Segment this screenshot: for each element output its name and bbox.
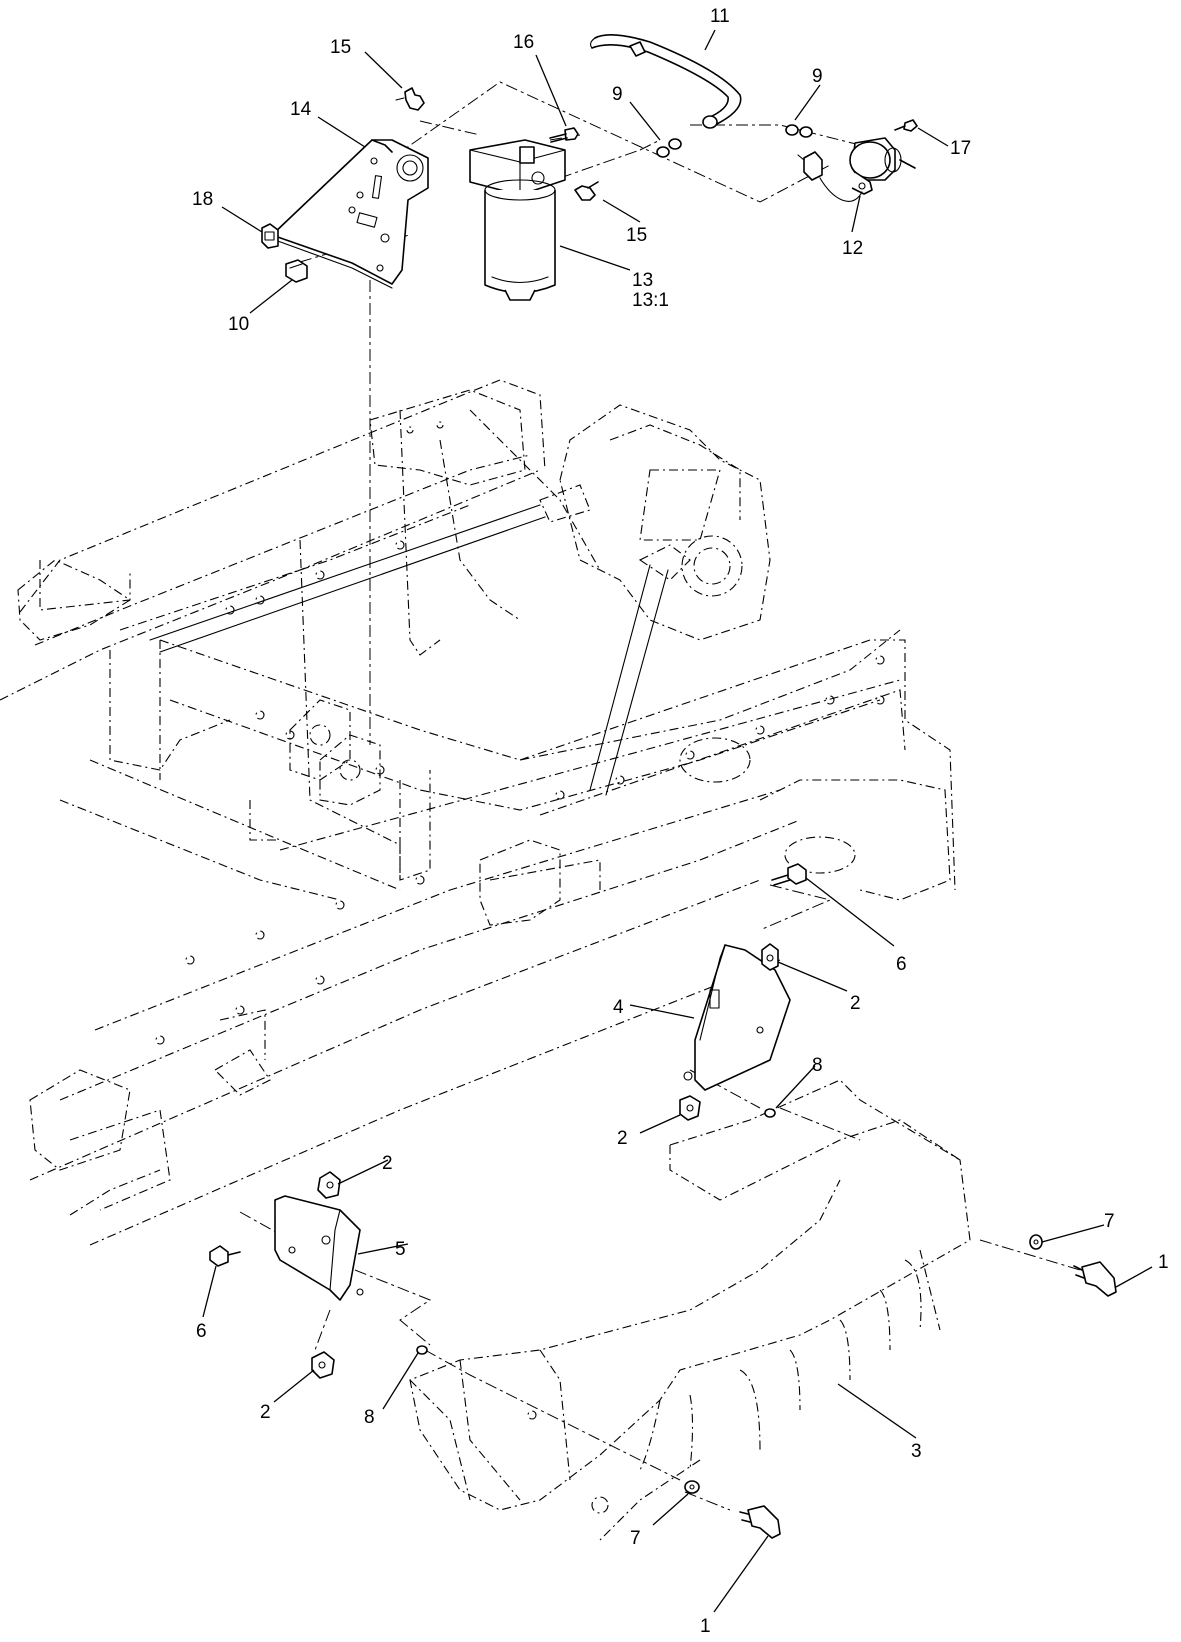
part-10-nut xyxy=(285,259,308,283)
callout-13: 13 xyxy=(632,270,653,291)
part-2-clip-lower-bottom xyxy=(311,1351,335,1379)
fuel-tank-outline xyxy=(409,1079,971,1541)
part-9-clamp-right xyxy=(785,124,813,138)
callout-labels: 11 15 16 9 9 14 17 18 15 12 13 13:1 10 6… xyxy=(192,6,1169,1637)
part-12-fuel-pump xyxy=(797,137,916,202)
part-11-fuel-line xyxy=(590,34,742,129)
callout-15-upper: 15 xyxy=(330,37,351,58)
callout-13-1: 13:1 xyxy=(632,290,669,311)
callout-14: 14 xyxy=(290,99,312,120)
leader-lines xyxy=(202,29,1153,1613)
callout-5: 5 xyxy=(395,1239,406,1260)
callout-7-right: 7 xyxy=(1104,1211,1115,1232)
part-17-screw xyxy=(894,119,918,132)
callout-4: 4 xyxy=(613,997,624,1018)
part-6-bolt-lower xyxy=(209,1245,241,1267)
part-15-elbow-lower xyxy=(574,181,599,201)
callout-2-lower-top: 2 xyxy=(382,1153,393,1174)
callout-6-upper: 6 xyxy=(896,954,907,975)
part-18-clip xyxy=(261,223,279,249)
part-8-oring-lower xyxy=(416,1345,428,1355)
part-15-elbow-upper xyxy=(395,87,425,111)
callout-8-lower: 8 xyxy=(364,1407,375,1428)
callout-1-right: 1 xyxy=(1158,1252,1169,1273)
part-8-oring-upper xyxy=(764,1108,776,1118)
callout-11: 11 xyxy=(710,6,730,27)
callout-3: 3 xyxy=(911,1441,922,1462)
callout-9-right: 9 xyxy=(812,66,823,87)
callout-1-bottom: 1 xyxy=(700,1616,711,1637)
callout-16: 16 xyxy=(513,32,534,53)
part-6-bolt-upper xyxy=(771,863,807,886)
callout-2-middle: 2 xyxy=(617,1128,628,1149)
callout-2-upper-right: 2 xyxy=(850,993,861,1014)
callout-2-lower-bottom: 2 xyxy=(260,1402,271,1423)
part-9-clamp-left xyxy=(656,138,682,158)
callout-17: 17 xyxy=(950,138,971,159)
callout-15-lower: 15 xyxy=(626,225,647,246)
part-16-bolt xyxy=(549,127,579,143)
part-2-clip-upper-right xyxy=(761,943,779,971)
part-7-washer-right xyxy=(1029,1234,1043,1250)
part-2-clip-middle xyxy=(679,1095,701,1121)
part-7-washer-bottom xyxy=(684,1480,700,1494)
part-1-knob-bottom xyxy=(739,1505,781,1539)
callout-7-bottom: 7 xyxy=(630,1528,641,1549)
part-13-fuel-filter xyxy=(469,139,566,301)
machine-frame-phantom xyxy=(0,379,956,1246)
part-1-knob-right xyxy=(1073,1261,1117,1297)
part-2-clip-lower-top xyxy=(317,1171,341,1199)
callout-9-left: 9 xyxy=(612,84,623,105)
callout-12: 12 xyxy=(842,238,863,259)
callout-6-lower: 6 xyxy=(196,1321,207,1342)
callout-18: 18 xyxy=(192,189,213,210)
callout-10: 10 xyxy=(228,314,249,335)
callout-8-upper: 8 xyxy=(812,1055,823,1076)
part-4-bracket xyxy=(683,944,791,1091)
part-5-bracket xyxy=(274,1195,364,1301)
